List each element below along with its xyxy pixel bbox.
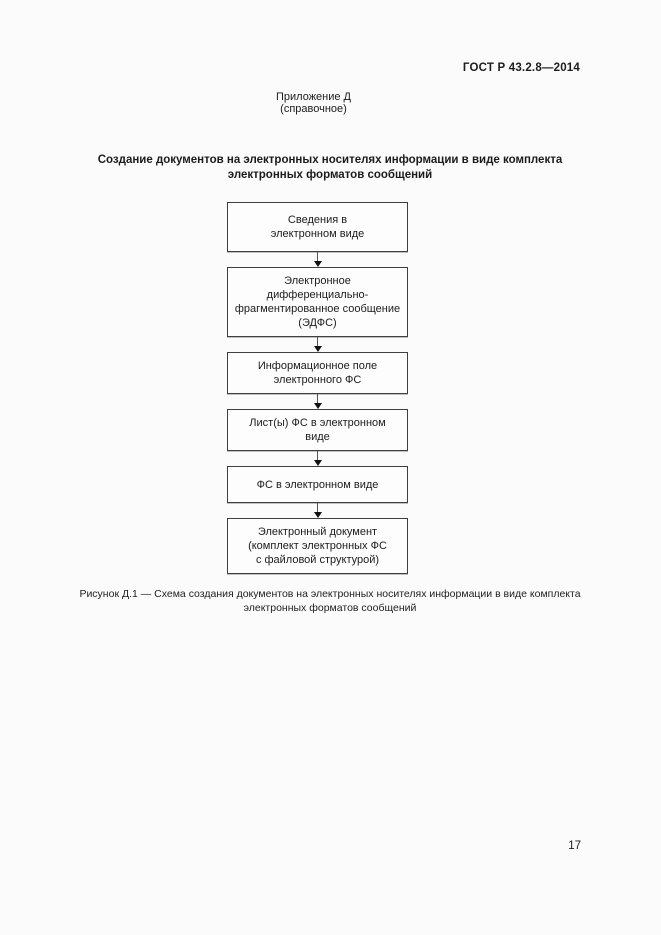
arrowhead-down-icon [313,403,322,409]
connector-line [317,337,318,346]
down-arrow-connector [313,337,322,352]
section-title: Создание документов на электронных носит… [97,154,563,181]
connector-line [317,394,318,403]
down-arrow-connector [313,252,322,267]
arrowhead-down-icon [313,460,322,466]
flowchart-box-information-field: Информационное поле электронного ФС [227,352,408,394]
connector-line [317,503,318,512]
arrowhead-down-icon [313,512,322,518]
down-arrow-connector [313,503,322,518]
flowchart-diagram: Сведения в электронном виде Электронное … [227,202,408,574]
connector-line [317,451,318,460]
arrowhead-down-icon [313,346,322,352]
standard-number-header: ГОСТ Р 43.2.8—2014 [462,62,580,74]
appendix-title: Приложение Д [275,91,352,103]
flowchart-box-fs-sheets: Лист(ы) ФС в электронном виде [227,409,408,451]
flowchart-box-data-in-electronic-form: Сведения в электронном виде [227,202,408,252]
connector-line [317,252,318,261]
figure-caption: Рисунок Д.1 — Схема создания документов … [79,588,581,614]
appendix-subtitle: (справочное) [280,103,347,115]
flowchart-box-edfs-message: Электронное дифференциально- фрагментиро… [227,267,408,337]
down-arrow-connector [313,394,322,409]
flowchart-box-fs-electronic: ФС в электронном виде [227,466,408,503]
appendix-heading: Приложение Д (справочное) [0,91,627,115]
page-number: 17 [568,840,581,852]
flowchart-box-electronic-document: Электронный документ (комплект электронн… [227,518,408,574]
down-arrow-connector [313,451,322,466]
arrowhead-down-icon [313,261,322,267]
